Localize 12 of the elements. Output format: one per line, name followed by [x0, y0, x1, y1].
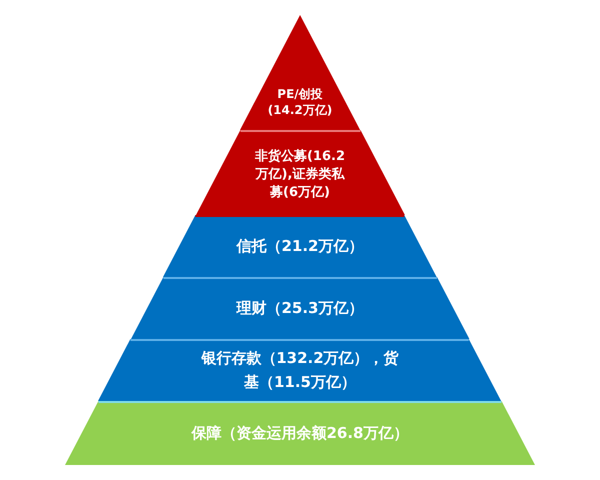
tier-label: 非货公募(16.2万亿),证券类私募(6万亿): [254, 148, 346, 202]
tier-label: 银行存款（132.2万亿），货基（11.5万亿）: [200, 348, 399, 393]
pyramid-tier: [196, 130, 404, 215]
pyramid-tier: [65, 401, 535, 465]
pyramid-tier: [130, 277, 470, 339]
tier-label: 信托（21.2万亿）: [236, 236, 364, 256]
tier-label: 理财（25.3万亿）: [236, 298, 364, 318]
pyramid-tier: [240, 15, 360, 130]
pyramid-tier: [163, 215, 437, 277]
tier-label: 保障（资金运用余额26.8万亿）: [191, 423, 408, 443]
tier-label: PE/创投(14.2万亿): [266, 86, 334, 118]
pyramid-tier: [98, 339, 502, 401]
